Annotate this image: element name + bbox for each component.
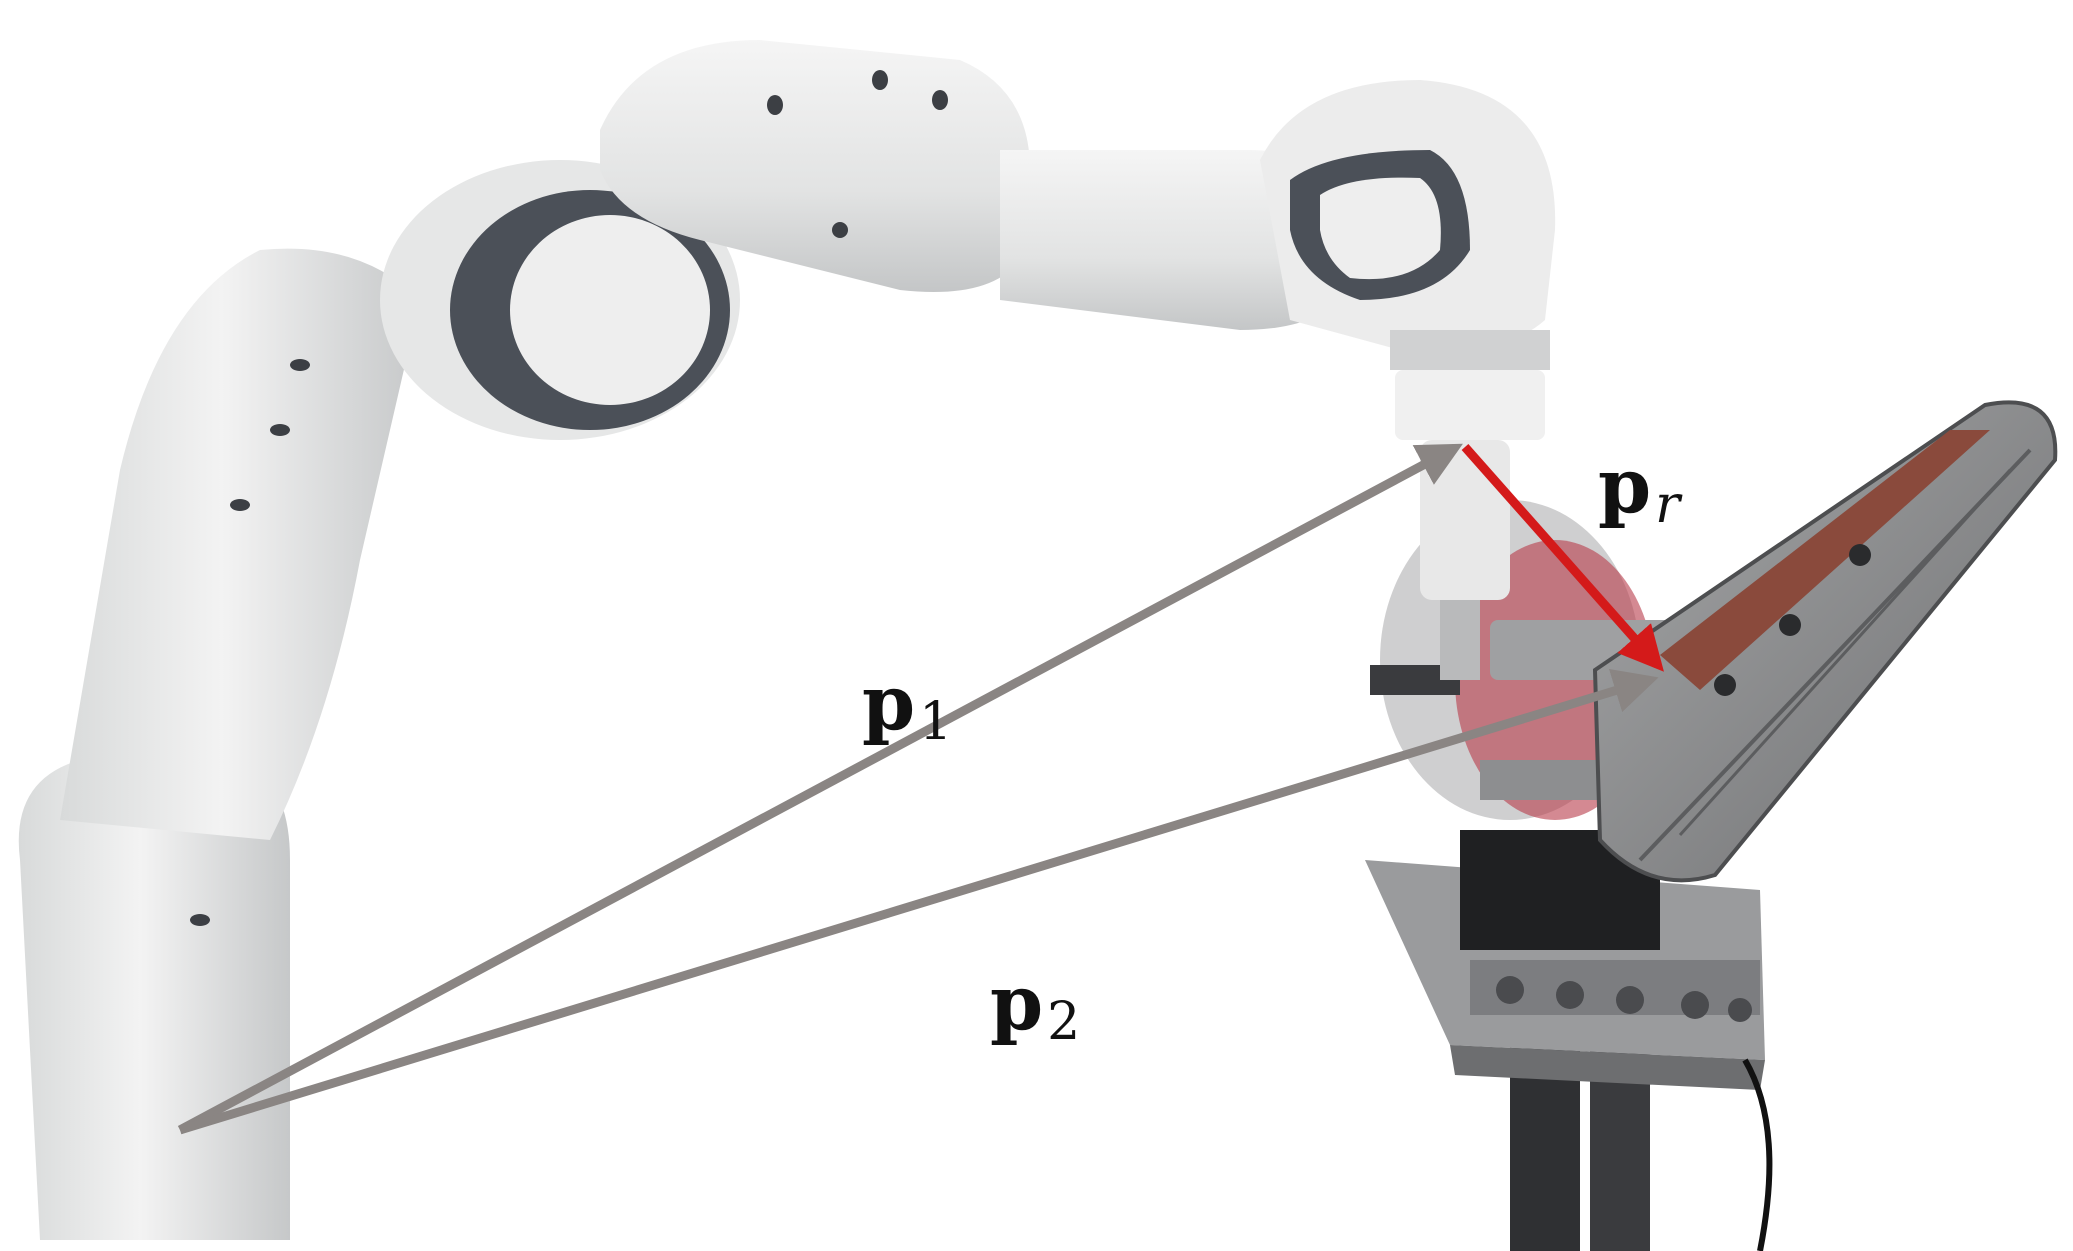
robot-shoulder-joint bbox=[380, 160, 740, 440]
vector-p1-arrow bbox=[177, 443, 1463, 1134]
robot-port-dots bbox=[190, 70, 948, 926]
label-p2: p2 bbox=[990, 958, 1081, 1052]
robot-wrist bbox=[1260, 80, 1556, 352]
robot-arm bbox=[18, 40, 1556, 1240]
grinder-stand bbox=[1365, 830, 1773, 1251]
robot-forearm bbox=[1000, 150, 1340, 330]
vector-pr-arrow bbox=[1461, 444, 1664, 672]
label-p1: p1 bbox=[862, 658, 953, 752]
robot-upper-link bbox=[600, 40, 1030, 292]
vector-p2-arrow bbox=[178, 669, 1659, 1135]
robot-lower-link bbox=[60, 248, 420, 841]
label-pr: pr bbox=[1598, 441, 1680, 535]
belt-sander bbox=[1592, 400, 2058, 883]
position-vectors bbox=[177, 443, 1664, 1135]
